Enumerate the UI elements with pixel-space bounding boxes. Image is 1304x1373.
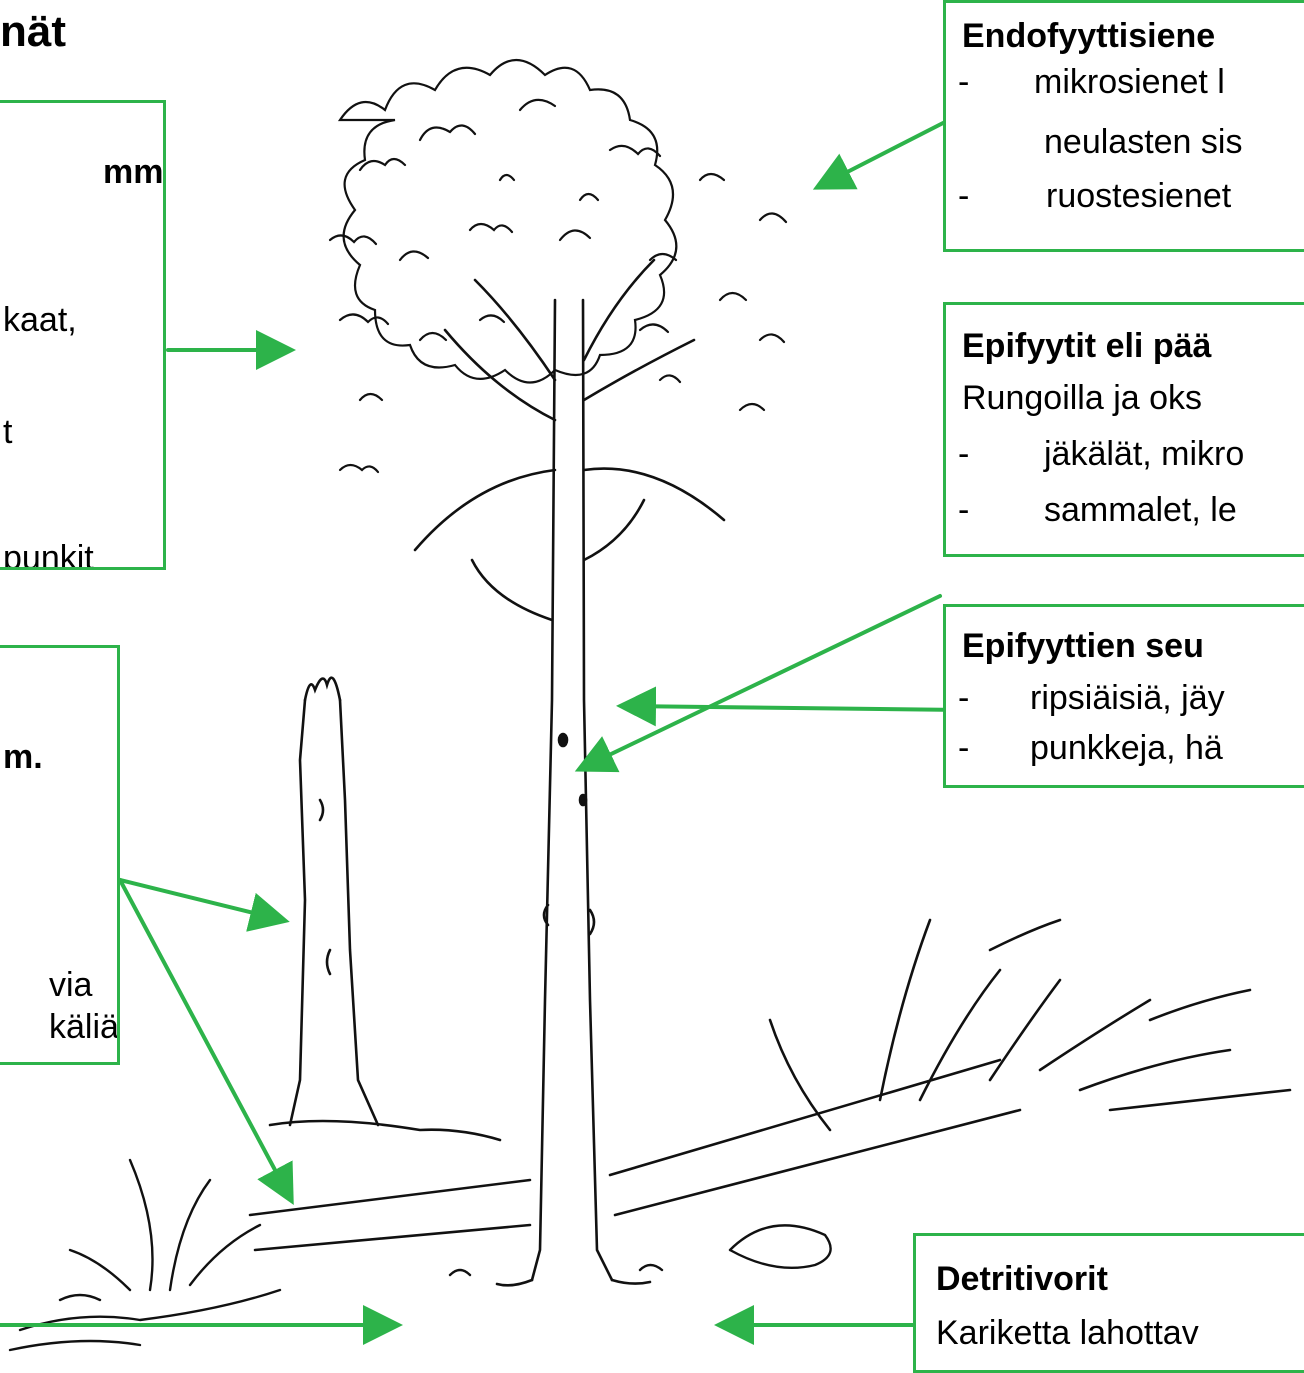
box-mid-left-heading: m. <box>3 738 43 777</box>
box-top-left-line: t <box>3 413 12 452</box>
box-top-left-line: kaat, <box>3 301 77 340</box>
bullet: - <box>958 491 969 530</box>
bullet: - <box>958 435 969 474</box>
bullet: - <box>958 63 969 102</box>
box-detritivores: Detritivorit Kariketta lahottav <box>913 1233 1304 1373</box>
box-epiphyte-fauna-line: punkkeja, hä <box>1030 729 1223 768</box>
dead-snag <box>270 678 500 1140</box>
box-endophytes: Endofyyttisiene - mikrosienet l neulaste… <box>943 0 1304 252</box>
fallen-log <box>250 920 1290 1250</box>
box-epiphytes-line: sammalet, le <box>1044 491 1237 530</box>
box-top-left-line: punkit <box>3 539 94 570</box>
box-top-left-heading: mm. <box>103 153 166 192</box>
box-epiphytes: Epifyytit eli pää Rungoilla ja oks - jäk… <box>943 302 1304 557</box>
tree-crown <box>330 60 786 472</box>
box-epiphytes-heading: Epifyytit eli pää <box>962 327 1211 366</box>
box-detritivores-heading: Detritivorit <box>936 1260 1108 1299</box>
box-detritivores-intro: Kariketta lahottav <box>936 1314 1199 1353</box>
box-mid-left: m. via käliä <box>0 645 120 1065</box>
stump-and-litter <box>10 1160 831 1350</box>
box-mid-left-line: käliä <box>49 1008 119 1047</box>
box-endophytes-heading: Endofyyttisiene <box>962 17 1215 56</box>
bullet: - <box>958 679 969 718</box>
box-epiphyte-fauna: Epifyyttien seu - ripsiäisiä, jäy - punk… <box>943 604 1304 788</box>
box-top-left: mm. kaat, t punkit <box>0 100 166 570</box>
box-epiphyte-fauna-line: ripsiäisiä, jäy <box>1030 679 1225 718</box>
box-endophytes-line: ruostesienet <box>1046 177 1231 216</box>
box-endophytes-line: neulasten sis <box>1044 123 1242 162</box>
bullet: - <box>958 177 969 216</box>
box-mid-left-line: via <box>49 966 92 1005</box>
box-epiphyte-fauna-heading: Epifyyttien seu <box>962 627 1204 666</box>
box-epiphytes-line: jäkälät, mikro <box>1044 435 1244 474</box>
box-endophytes-line: mikrosienet l <box>1034 63 1225 102</box>
box-epiphytes-intro: Rungoilla ja oks <box>962 379 1202 418</box>
bullet: - <box>958 729 969 768</box>
